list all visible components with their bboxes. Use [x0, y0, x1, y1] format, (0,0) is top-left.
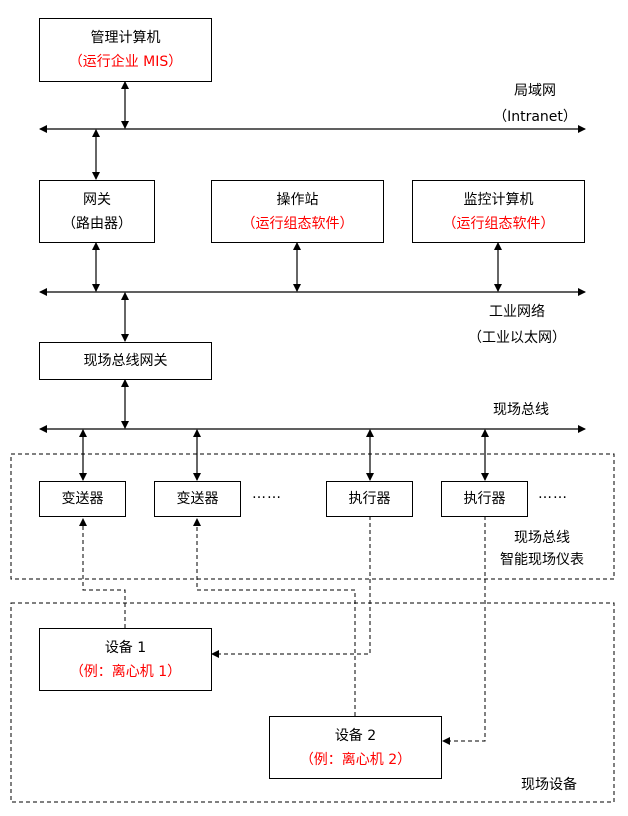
smart-instruments-label: 现场总线 智能现场仪表 [486, 527, 598, 571]
fieldbus-gateway-box: 现场总线网关 [39, 342, 212, 380]
instruments-ellipsis-1: …… [252, 486, 282, 502]
transmitter-2-label: 变送器 [176, 491, 219, 507]
transmitter-1-label: 变送器 [61, 491, 104, 507]
lan-label: 局域网 （Intranet） [480, 80, 590, 128]
operator-station-box: 操作站 （运行组态软件） [211, 180, 384, 243]
actuator-2-box: 执行器 [441, 481, 528, 517]
monitoring-computer-box: 监控计算机 （运行组态软件） [412, 180, 585, 243]
fieldbus-gateway-title: 现场总线网关 [83, 353, 168, 369]
field-equipment-region [10, 602, 615, 803]
transmitter-2-box: 变送器 [154, 481, 241, 517]
actuator2-to-device2-signal [442, 516, 486, 745]
management-computer-title: 管理计算机 [90, 30, 161, 46]
device-2-title: 设备 2 [334, 727, 377, 744]
fieldbus-label: 现场总线 [493, 402, 549, 418]
actuator-1-box: 执行器 [326, 481, 413, 517]
smart-instruments-region [10, 453, 615, 580]
actuator1-to-device1-signal [211, 516, 371, 658]
field-equipment-label: 现场设备 [521, 777, 577, 793]
operator-station-title: 操作站 [276, 191, 319, 208]
industrial-network-label-line2: （工业以太网） [468, 330, 566, 346]
monitoring-computer-title: 监控计算机 [463, 191, 534, 208]
gateway-box: 网关 （路由器） [39, 180, 155, 243]
management-computer-box: 管理计算机 （运行企业 MIS） [39, 18, 212, 82]
device-1-sub: （例：离心机 1） [69, 663, 182, 680]
gateway-title: 网关 [83, 191, 111, 208]
industrial-network-label: 工业网络 （工业以太网） [452, 301, 582, 349]
operator-station-sub: （运行组态软件） [241, 215, 354, 232]
device-2-box: 设备 2 （例：离心机 2） [269, 716, 442, 779]
industrial-network-label-line1: 工业网络 [489, 304, 545, 320]
lan-label-line1: 局域网 [514, 83, 556, 99]
management-computer-sub: （运行企业 MIS） [68, 54, 183, 70]
device-2-sub: （例：离心机 2） [299, 751, 412, 768]
smart-instruments-label-line2: 智能现场仪表 [500, 552, 584, 568]
actuator-2-label: 执行器 [463, 491, 506, 507]
lan-label-line2: （Intranet） [493, 109, 577, 125]
smart-instruments-label-line1: 现场总线 [514, 530, 570, 546]
instruments-ellipsis-2: …… [538, 486, 568, 502]
transmitter-1-box: 变送器 [39, 481, 126, 517]
device2-to-transmitter2-signal [193, 518, 356, 716]
device1-to-transmitter1-signal [79, 518, 126, 628]
device-1-title: 设备 1 [104, 639, 147, 656]
monitoring-computer-sub: （运行组态软件） [442, 215, 555, 232]
device-1-box: 设备 1 （例：离心机 1） [39, 628, 212, 691]
gateway-sub: （路由器） [62, 215, 132, 232]
actuator-1-label: 执行器 [348, 491, 391, 507]
